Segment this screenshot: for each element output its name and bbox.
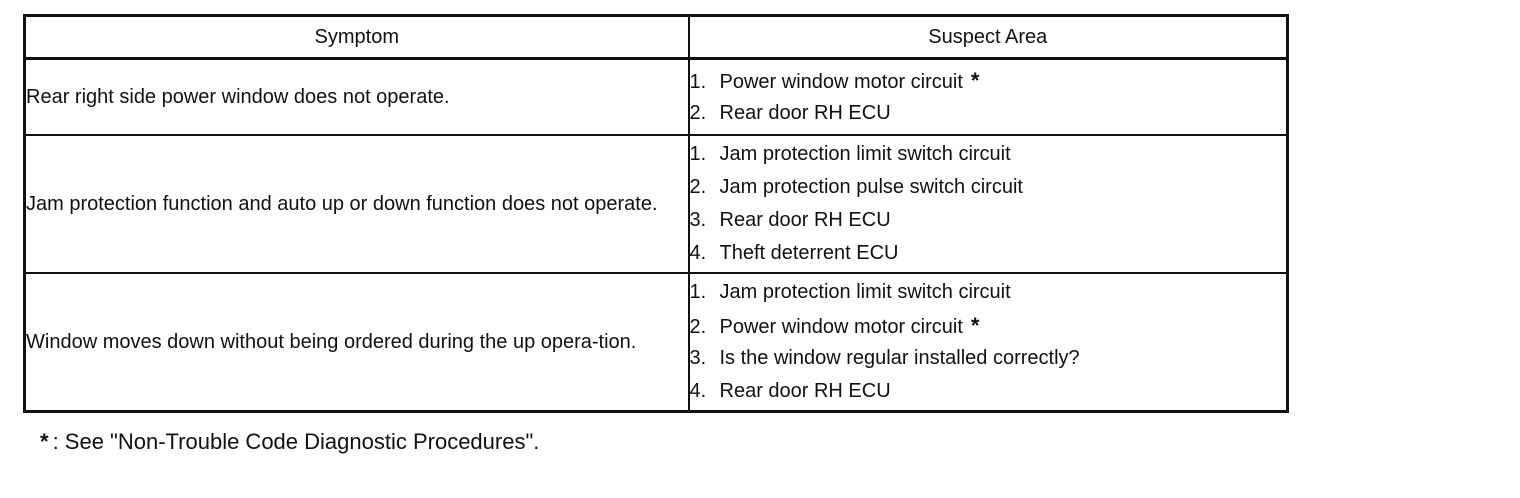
item-number: 2. (689, 102, 707, 124)
table-header-row: Symptom Suspect Area (23, 14, 1289, 60)
suspect-area-cell: 1. Power window motor circuit * 2. Rear doo… (687, 57, 1289, 136)
suspect-item: 1. Jam protection limit switch circuit (690, 276, 1287, 309)
item-number: 4. (689, 242, 707, 264)
suspect-item: 2. Power window motor circuit * (690, 309, 1287, 342)
item-number: 3. (689, 347, 707, 369)
table-row: Window moves down without being ordered … (23, 272, 1289, 413)
table-row: Rear right side power window does not op… (23, 57, 1289, 136)
footnote: *: See "Non-Trouble Code Diagnostic Proc… (40, 429, 539, 455)
item-text: Rear door RH ECU (719, 102, 891, 124)
asterisk-mark: * (970, 68, 980, 93)
item-text: Power window motor circuit (719, 71, 963, 93)
item-text: Power window motor circuit (719, 316, 963, 338)
item-number: 2. (689, 316, 707, 338)
item-number: 2. (689, 176, 707, 198)
symptom-cell: Rear right side power window does not op… (23, 57, 690, 136)
item-text: Theft deterrent ECU (719, 242, 899, 264)
suspect-item: 2. Rear door RH ECU (690, 97, 1287, 130)
footnote-text: : See "Non-Trouble Code Diagnostic Proce… (52, 429, 540, 454)
suspect-list: 1. Jam protection limit switch circuit 2.… (690, 138, 1287, 270)
item-number: 3. (689, 209, 707, 231)
header-symptom: Symptom (23, 14, 690, 60)
suspect-area-cell: 1. Jam protection limit switch circuit 2.… (687, 134, 1289, 274)
suspect-item: 1. Power window motor circuit * (690, 64, 1287, 97)
suspect-item: 4. Theft deterrent ECU (690, 237, 1287, 270)
table-row: Jam protection function and auto up or d… (23, 134, 1289, 274)
item-text: Jam protection limit switch circuit (719, 281, 1011, 303)
suspect-item: 3. Rear door RH ECU (690, 204, 1287, 237)
suspect-item: 3. Is the window regular installed correc… (690, 342, 1287, 375)
item-number: 1. (689, 143, 707, 165)
diagnosis-table: Symptom Suspect Area Rear right side pow… (23, 14, 1289, 413)
asterisk-mark: * (970, 313, 980, 338)
item-text: Jam protection limit switch circuit (719, 143, 1011, 165)
item-text: Jam protection pulse switch circuit (719, 176, 1023, 198)
symptom-cell: Jam protection function and auto up or d… (23, 134, 690, 274)
item-text: Rear door RH ECU (719, 380, 891, 402)
symptom-cell: Window moves down without being ordered … (23, 272, 690, 413)
item-number: 1. (689, 281, 707, 303)
asterisk-mark: * (40, 429, 49, 454)
suspect-item: 4. Rear door RH ECU (690, 375, 1287, 408)
suspect-list: 1. Jam protection limit switch circuit 2.… (690, 276, 1287, 408)
item-number: 4. (689, 380, 707, 402)
suspect-item: 2. Jam protection pulse switch circuit (690, 171, 1287, 204)
item-text: Is the window regular installed correctl… (719, 347, 1080, 369)
suspect-item: 1. Jam protection limit switch circuit (690, 138, 1287, 171)
item-number: 1. (689, 71, 707, 93)
header-suspect-area: Suspect Area (687, 14, 1289, 60)
item-text: Rear door RH ECU (719, 209, 891, 231)
suspect-area-cell: 1. Jam protection limit switch circuit 2.… (687, 272, 1289, 413)
suspect-list: 1. Power window motor circuit * 2. Rear doo… (690, 64, 1287, 130)
